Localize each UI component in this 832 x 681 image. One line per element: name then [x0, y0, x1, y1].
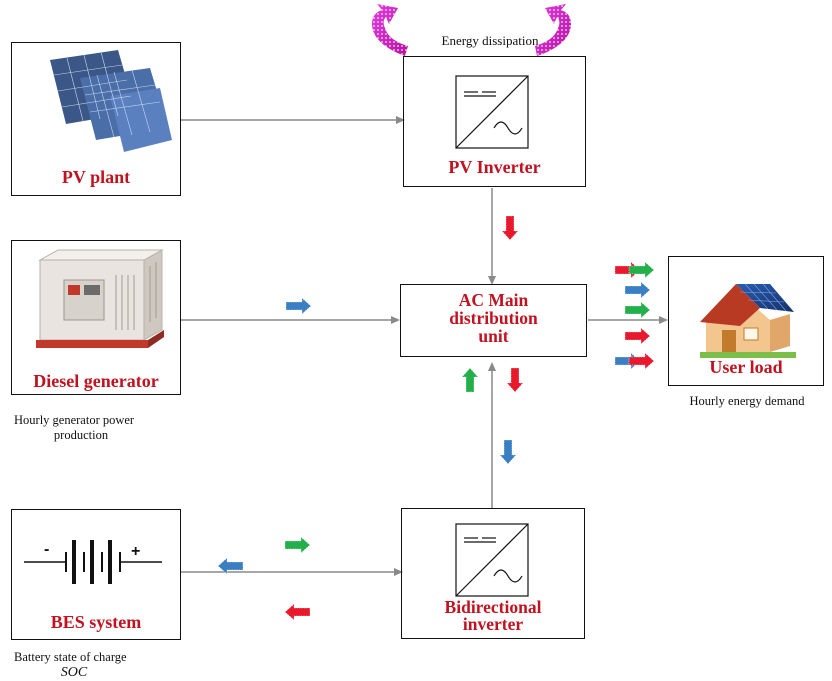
battery-soc-label: SOC — [60, 665, 88, 680]
ac-main-label-line1: AC Main — [458, 290, 529, 310]
battery-plus-sign: + — [131, 543, 140, 560]
bidirectional-label-line2: inverter — [462, 614, 524, 634]
battery-minus-sign: - — [44, 541, 49, 558]
house-icon — [700, 283, 796, 358]
flow-lines — [181, 119, 661, 573]
ac-main-label-line3: unit — [478, 326, 509, 346]
pv-to-battery-flow-arrow — [284, 603, 311, 621]
ac-main-label-line2: distribution — [449, 308, 538, 328]
main-to-storage-flow-arrow — [506, 367, 524, 393]
diesel-to-main-flow-arrow — [285, 297, 312, 315]
bes-system-box: BES system — [11, 509, 181, 640]
energy-dissipation-label: Energy dissipation — [441, 33, 539, 48]
load-flow-arrow-red-2 — [624, 327, 651, 345]
diesel-generator-label: Diesel generator — [33, 371, 159, 391]
load-flow-arrow-blue-1 — [624, 281, 651, 299]
generator-note-line2: production — [53, 428, 109, 442]
bes-system-label: BES system — [50, 612, 142, 632]
user-load-box: User load — [668, 256, 824, 386]
battery-icon — [24, 540, 162, 584]
diesel-charging-flow-arrow — [499, 439, 517, 465]
solar-panels-icon — [50, 50, 172, 152]
energy-dissipation-arrows — [372, 4, 571, 56]
pv-inverter-box: PV Inverter — [403, 56, 586, 187]
bidirectional-label-line1: Bidirectional — [444, 597, 542, 617]
diesel-to-battery-flow-arrow — [217, 557, 244, 575]
bidirectional-inverter-symbol — [455, 523, 529, 597]
pv-plant-label: PV plant — [61, 167, 131, 187]
pv-plant-box: PV plant — [11, 42, 181, 196]
load-flow-arrow-red-3 — [628, 352, 655, 370]
battery-discharge-flow-arrow — [284, 536, 311, 554]
generator-note-line1: Hourly generator power — [14, 413, 135, 427]
diesel-generator-icon — [36, 249, 164, 348]
bidirectional-inverter-box: Bidirectional inverter — [401, 508, 585, 639]
diesel-generator-box: Diesel generator — [11, 240, 181, 395]
pv-inverter-label: PV Inverter — [448, 157, 541, 177]
energy-demand-note: Hourly energy demand — [689, 394, 805, 408]
energy-flow-arrows — [217, 215, 655, 621]
user-load-label: User load — [709, 357, 783, 377]
load-flow-arrow-green-1 — [628, 261, 655, 279]
storage-to-main-flow-arrow — [461, 367, 479, 393]
load-flow-arrow-green-2 — [624, 301, 651, 319]
pv-to-main-flow-arrow — [501, 215, 519, 241]
ac-main-distribution-box: AC Main distribution unit — [400, 284, 587, 357]
flow-arrowheads — [391, 116, 668, 576]
battery-note: Battery state of charge — [14, 650, 127, 664]
pv-inverter-symbol — [455, 75, 529, 149]
